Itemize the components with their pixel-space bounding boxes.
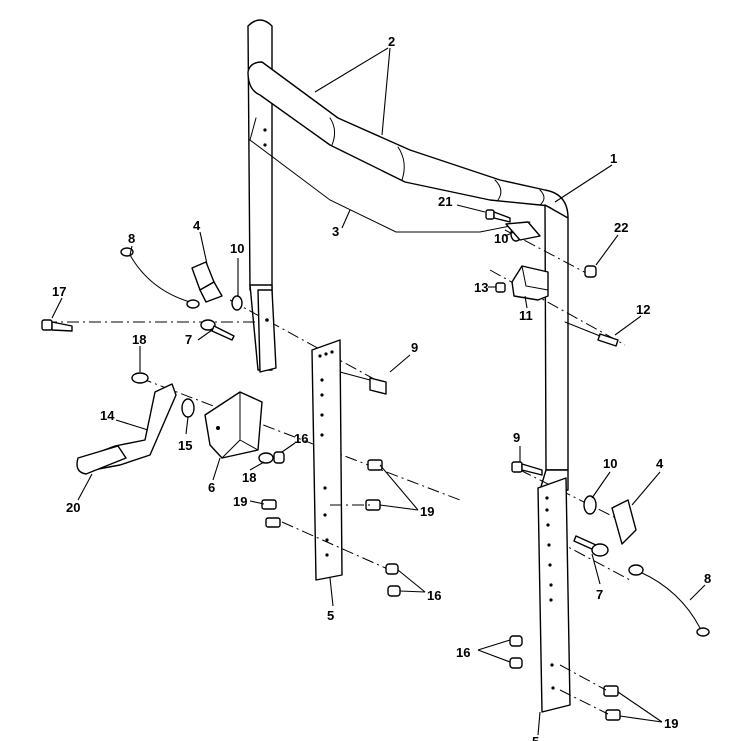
bolts-19-right [559,664,621,721]
washer-15 [181,398,195,418]
callout-4-b: 4 [656,456,664,471]
callout-10: 10 [230,241,244,256]
callout-18-b: 18 [242,470,256,485]
callout-10-b: 10 [494,231,508,246]
callout-4: 4 [193,218,201,233]
lynch-pin-7-right [573,535,609,557]
nut-16 [273,451,285,464]
knob-4 [191,261,223,303]
washer-18-b [258,452,274,464]
lever-14 [76,383,177,475]
callout-10-c: 10 [603,456,617,471]
bolt-21 [485,209,511,223]
callout-16-c: 16 [456,645,470,660]
nut-16-left-a [385,563,399,575]
washer-18 [131,372,149,384]
callout-1: 1 [610,151,617,166]
callout-19-a: 19 [233,494,247,509]
callout-21: 21 [438,194,452,209]
callout-7-b: 7 [596,587,603,602]
callout-13: 13 [474,280,488,295]
callout-8: 8 [128,231,135,246]
left-tube-bracket [257,289,277,373]
callout-19-b: 19 [420,504,434,519]
cable-8 [120,247,200,309]
bolt-17 [41,319,73,332]
callout-7: 7 [185,332,192,347]
callout-14: 14 [100,408,115,423]
callout-16-b: 16 [427,588,441,603]
callout-5: 5 [327,608,334,623]
bolt-12 [564,321,619,347]
callout-15: 15 [178,438,192,453]
nut-16-right-a [509,635,523,647]
cable-8-right [628,564,710,637]
washer-10 [231,295,243,311]
nut-16-left-b [387,585,401,597]
bolts-19-left [261,459,391,571]
callout-3: 3 [332,224,339,239]
washer-10-right [583,495,597,515]
plate-5 [311,339,343,581]
callout-20: 20 [66,500,80,515]
callout-2: 2 [388,34,395,49]
callout-17: 17 [52,284,66,299]
nut-16-right-b [509,657,523,669]
knob-4-right [611,499,637,545]
nut-22 [584,265,597,278]
bolt-9-right [511,461,543,476]
bracket-6 [204,391,263,459]
callout-9-b: 9 [513,430,520,445]
callout-16: 16 [294,431,308,446]
plate-5-right [537,477,571,713]
bracket-11 [511,265,549,301]
callout-11: 11 [519,308,533,323]
callout-9: 9 [411,340,418,355]
callout-labels: 2 1 3 4 10 8 17 18 7 9 14 15 16 6 18 20 … [52,34,711,741]
lynch-pin-7 [200,319,235,341]
callout-12: 12 [636,302,650,317]
rod-part-3 [249,117,531,233]
callout-8-b: 8 [704,571,711,586]
callout-22: 22 [614,220,628,235]
nut-13 [495,282,506,293]
leader-lines [51,47,706,736]
handle-frame [247,19,569,491]
bolt-9 [339,371,387,395]
callout-18: 18 [132,332,146,347]
callout-6: 6 [208,480,215,495]
callout-19-c: 19 [664,716,678,731]
callout-5-b: 5 [532,734,539,741]
